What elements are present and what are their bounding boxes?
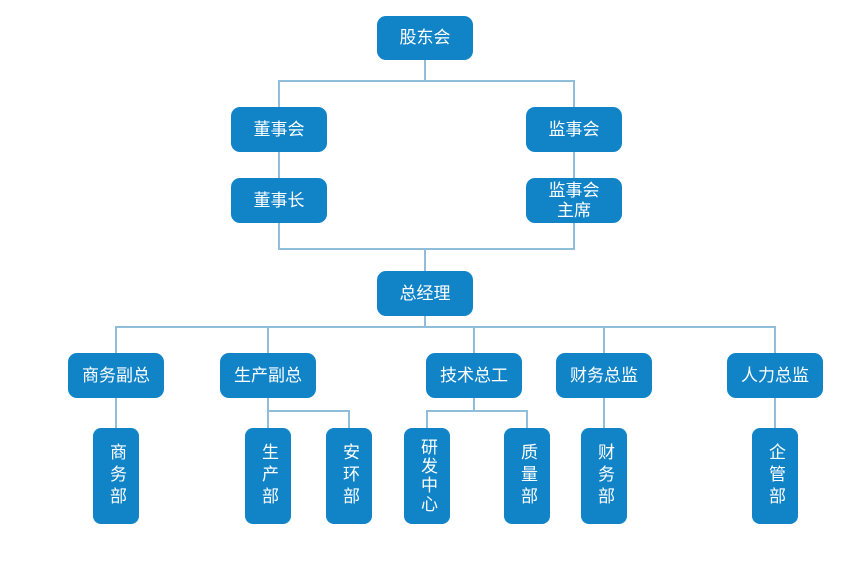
connector-line: [774, 326, 776, 353]
connector-line: [278, 248, 575, 250]
connector-line: [278, 223, 280, 249]
connector-line: [526, 410, 528, 428]
node-dept-quality: 质量部: [504, 428, 550, 524]
node-dept-business: 商务部: [93, 428, 139, 524]
node-dept-enterprise-mgmt: 企管部: [752, 428, 798, 524]
connector-line: [278, 80, 575, 82]
node-chief-engineer: 技术总工: [426, 353, 522, 398]
connector-line: [115, 398, 117, 428]
connector-line: [573, 80, 575, 107]
node-board-of-directors: 董事会: [231, 107, 327, 152]
connector-line: [424, 316, 426, 327]
connector-line: [115, 326, 117, 353]
connector-line: [774, 398, 776, 428]
connector-line: [473, 326, 475, 353]
node-general-manager: 总经理: [377, 271, 473, 316]
connector-line: [473, 398, 475, 412]
node-supervisory-chairman: 监事会 主席: [526, 178, 622, 223]
node-dept-safety-env: 安环部: [326, 428, 372, 524]
connector-line: [348, 410, 350, 428]
connector-line: [267, 410, 350, 412]
connector-line: [278, 152, 280, 178]
connector-line: [278, 80, 280, 107]
node-vp-business: 商务副总: [68, 353, 164, 398]
connector-line: [426, 410, 428, 428]
node-chairman: 董事长: [231, 178, 327, 223]
connector-line: [424, 248, 426, 271]
node-shareholders-meeting: 股东会: [377, 16, 473, 60]
connector-line: [267, 398, 269, 428]
connector-line: [426, 410, 528, 412]
node-dept-production: 生产部: [245, 428, 291, 524]
connector-line: [603, 398, 605, 428]
connector-line: [573, 223, 575, 249]
connector-line: [267, 326, 269, 353]
connector-line: [424, 60, 426, 82]
connector-line: [573, 152, 575, 178]
connector-line: [115, 326, 776, 328]
node-supervisory-board: 监事会: [526, 107, 622, 152]
node-vp-production: 生产副总: [220, 353, 316, 398]
node-hr-director: 人力总监: [727, 353, 823, 398]
node-finance-director: 财务总监: [556, 353, 652, 398]
node-dept-finance: 财务部: [581, 428, 627, 524]
connector-line: [603, 326, 605, 353]
node-rd-center: 研发中心: [404, 428, 450, 524]
